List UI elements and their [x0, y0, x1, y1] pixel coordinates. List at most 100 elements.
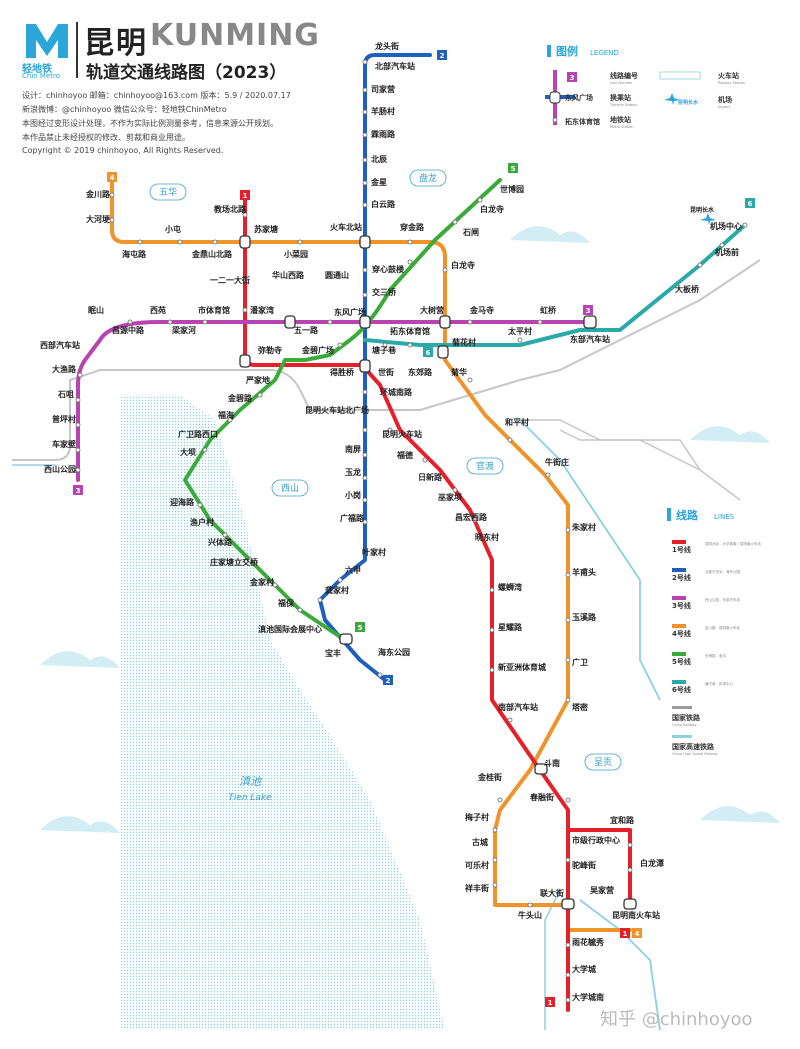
station-label-liujia: 六甲 [345, 565, 361, 575]
station-label-wanjiaba: 苏家塘 [254, 224, 278, 234]
station-label-jichangqian: 机场前 [715, 247, 739, 257]
station-label-baofeng: 宝丰 [325, 648, 341, 658]
station-label-guangfulu: 广福路 [340, 513, 365, 523]
lines-legend: 线路 LINES 1号线 昆明北站 - 大学城南 / 昆明南火车站 2号线 北部… [667, 508, 761, 756]
station-label-xiyuan: 西苑 [150, 305, 166, 315]
transfer-mituocun [239, 354, 251, 368]
svg-text:4号线: 4号线 [672, 629, 691, 638]
svg-text:3: 3 [76, 487, 81, 495]
district-xishan: 西山 [281, 483, 299, 494]
district-panlong: 盘龙 [419, 172, 437, 184]
station-label-yierdayijie: 一二一大街 [210, 275, 250, 285]
svg-text:5: 5 [511, 165, 516, 173]
svg-text:4: 4 [110, 174, 115, 182]
district-wuhua: 五华 [159, 186, 177, 198]
station-label-chengjiaba: 巫家坝 [438, 492, 462, 502]
station-label-xiangfengjie: 祥丰街 [465, 883, 489, 893]
station-label-hongqiao: 虹桥 [540, 305, 557, 315]
station-label-shizui: 石咀 [57, 390, 74, 399]
station-label-chejiabi: 车家壁 [52, 439, 76, 449]
station-dots [75, 59, 748, 1003]
station-label-huashanxilu: 华山西路 [272, 270, 305, 280]
station-labels: 龙头街 北部汽车站 司家营 羊肠村 霖雨路 北辰 金星 白云路 火车北站 穿金路… [40, 41, 742, 1002]
svg-text:6: 6 [748, 200, 753, 208]
transfer-suijiatang [239, 235, 251, 249]
station-label-daxuechengnan: 大学城南 [572, 992, 604, 1002]
station-label-bailongtan: 白龙潭 [640, 858, 664, 868]
watermark: 知乎 @chinhoyoo [600, 1009, 753, 1030]
svg-text:Railway Station: Railway Station [718, 81, 745, 85]
station-label-taipingcun: 太平村 [507, 326, 532, 336]
station-label-jichangzhongxin: 机场中心 [710, 221, 742, 231]
lake-name-en: Tien Lake [228, 793, 272, 803]
svg-text:2: 2 [386, 677, 391, 685]
transfer-dongbuqichezhan [583, 315, 597, 329]
svg-text:2: 2 [440, 52, 445, 60]
airport-icon [700, 213, 716, 225]
station-label-beibuqichezhan: 北部汽车站 [375, 61, 415, 71]
title-cn: 昆明 [84, 26, 148, 61]
svg-text:1号线: 1号线 [672, 545, 691, 554]
station-label-yangchangcun: 羊肠村 [371, 106, 395, 116]
station-label-juhuacun: 菊花村 [451, 337, 476, 347]
station-label-changhongxilu: 昌宏西路 [455, 512, 488, 522]
station-label-beichen: 北辰 [371, 154, 387, 164]
station-label-xiaocaiyuan: 小菜园 [283, 249, 308, 259]
station-label-kunminghuochezhan: 昆明火车站 [382, 429, 422, 439]
station-label-yangxian: 眠山 [88, 305, 104, 315]
station-label-dianchihuizhan: 滇池国际会展中心 [258, 624, 322, 634]
station-label-xiaoqiangcun: 晓东村 [475, 532, 499, 542]
subtitle: 轨道交通线路图（2023） [86, 63, 287, 83]
station-label-haidonggongyuan: 海东公园 [378, 647, 410, 657]
station-label-shijie: 世街 [378, 367, 394, 377]
svg-text:1: 1 [243, 192, 248, 200]
station-label-dianchilu: 南屏 [345, 444, 361, 454]
railways [12, 259, 761, 1031]
station-label-jiaochangbeilu: 教场北路 [213, 204, 247, 214]
svg-text:5号线: 5号线 [672, 657, 691, 666]
transfer-liandajie [561, 898, 575, 910]
station-label-jinxing: 金星 [370, 177, 387, 187]
station-label-kelejie: 可乐村 [465, 860, 489, 870]
legend: 图例 LEGEND 3 东风广场 拓东体育馆 线路编号 Line Number … [545, 44, 745, 129]
station-label-tanjiawan: 潘家湾 [250, 305, 274, 315]
station-label-tuanxiang: 螺蛳湾 [498, 582, 522, 592]
svg-text:Airport: Airport [718, 105, 731, 109]
info-line-2: 新浪微博：@chinhoyoo 微信公众号：轻地铁ChinMetro [22, 105, 227, 114]
svg-text:国家铁路: 国家铁路 [672, 713, 701, 722]
station-label-wujiaying: 吴家营 [590, 885, 614, 895]
chinmetro-logo-icon [26, 24, 68, 58]
station-label-jinchuanlu: 金川路 [85, 189, 111, 199]
info-line-4: 本作品禁止未经授权的修改、剪裁和商业用途。 [22, 133, 190, 142]
station-label-yangpuyou: 羊甫头 [572, 567, 596, 577]
decor-hills [40, 226, 780, 833]
header-divider [76, 22, 78, 78]
transfer-kunmingnanhuochezhan [623, 898, 637, 910]
svg-text:3号线: 3号线 [672, 601, 691, 610]
station-label-yinghaitu: 迎海路 [170, 497, 195, 507]
svg-text:Metro Station: Metro Station [610, 125, 634, 129]
station-label-dabanqiao: 大板桥 [675, 284, 700, 294]
station-label-lianda: 联大街 [540, 888, 564, 898]
station-label-rixinlu: 日新路 [418, 472, 443, 482]
svg-text:东风广场: 东风广场 [565, 93, 593, 102]
svg-text:机场: 机场 [718, 95, 732, 104]
station-label-daxuecheng: 大学城 [572, 964, 596, 974]
station-label-deshengqiao: 得胜桥 [329, 367, 355, 377]
metro-lines [76, 53, 747, 1012]
station-label-xishangongyuan: 西山公园 [44, 464, 76, 474]
station-label-jinding: 金鼎山北路 [191, 249, 233, 259]
station-label-fuhai: 福海 [217, 410, 234, 420]
svg-text:4: 4 [635, 930, 640, 938]
station-label-meizijie: 梅子村 [465, 812, 489, 822]
station-label-shibouyuan: 世博园 [500, 184, 524, 194]
station-label-tuodongtiyuguan: 拓东体育馆 [390, 326, 430, 336]
station-label-xiaotun: 小屯 [164, 224, 181, 234]
station-label-jinguijie: 金桂街 [477, 772, 502, 782]
station-label-juhua: 菊华 [450, 367, 467, 377]
station-label-yuantongshan: 圆通山 [325, 270, 349, 280]
station-label-yuhucun: 渔户村 [190, 517, 214, 527]
station-label-heyuanpo: 和平村 [505, 417, 529, 427]
transfer-juhuacun [437, 345, 449, 359]
